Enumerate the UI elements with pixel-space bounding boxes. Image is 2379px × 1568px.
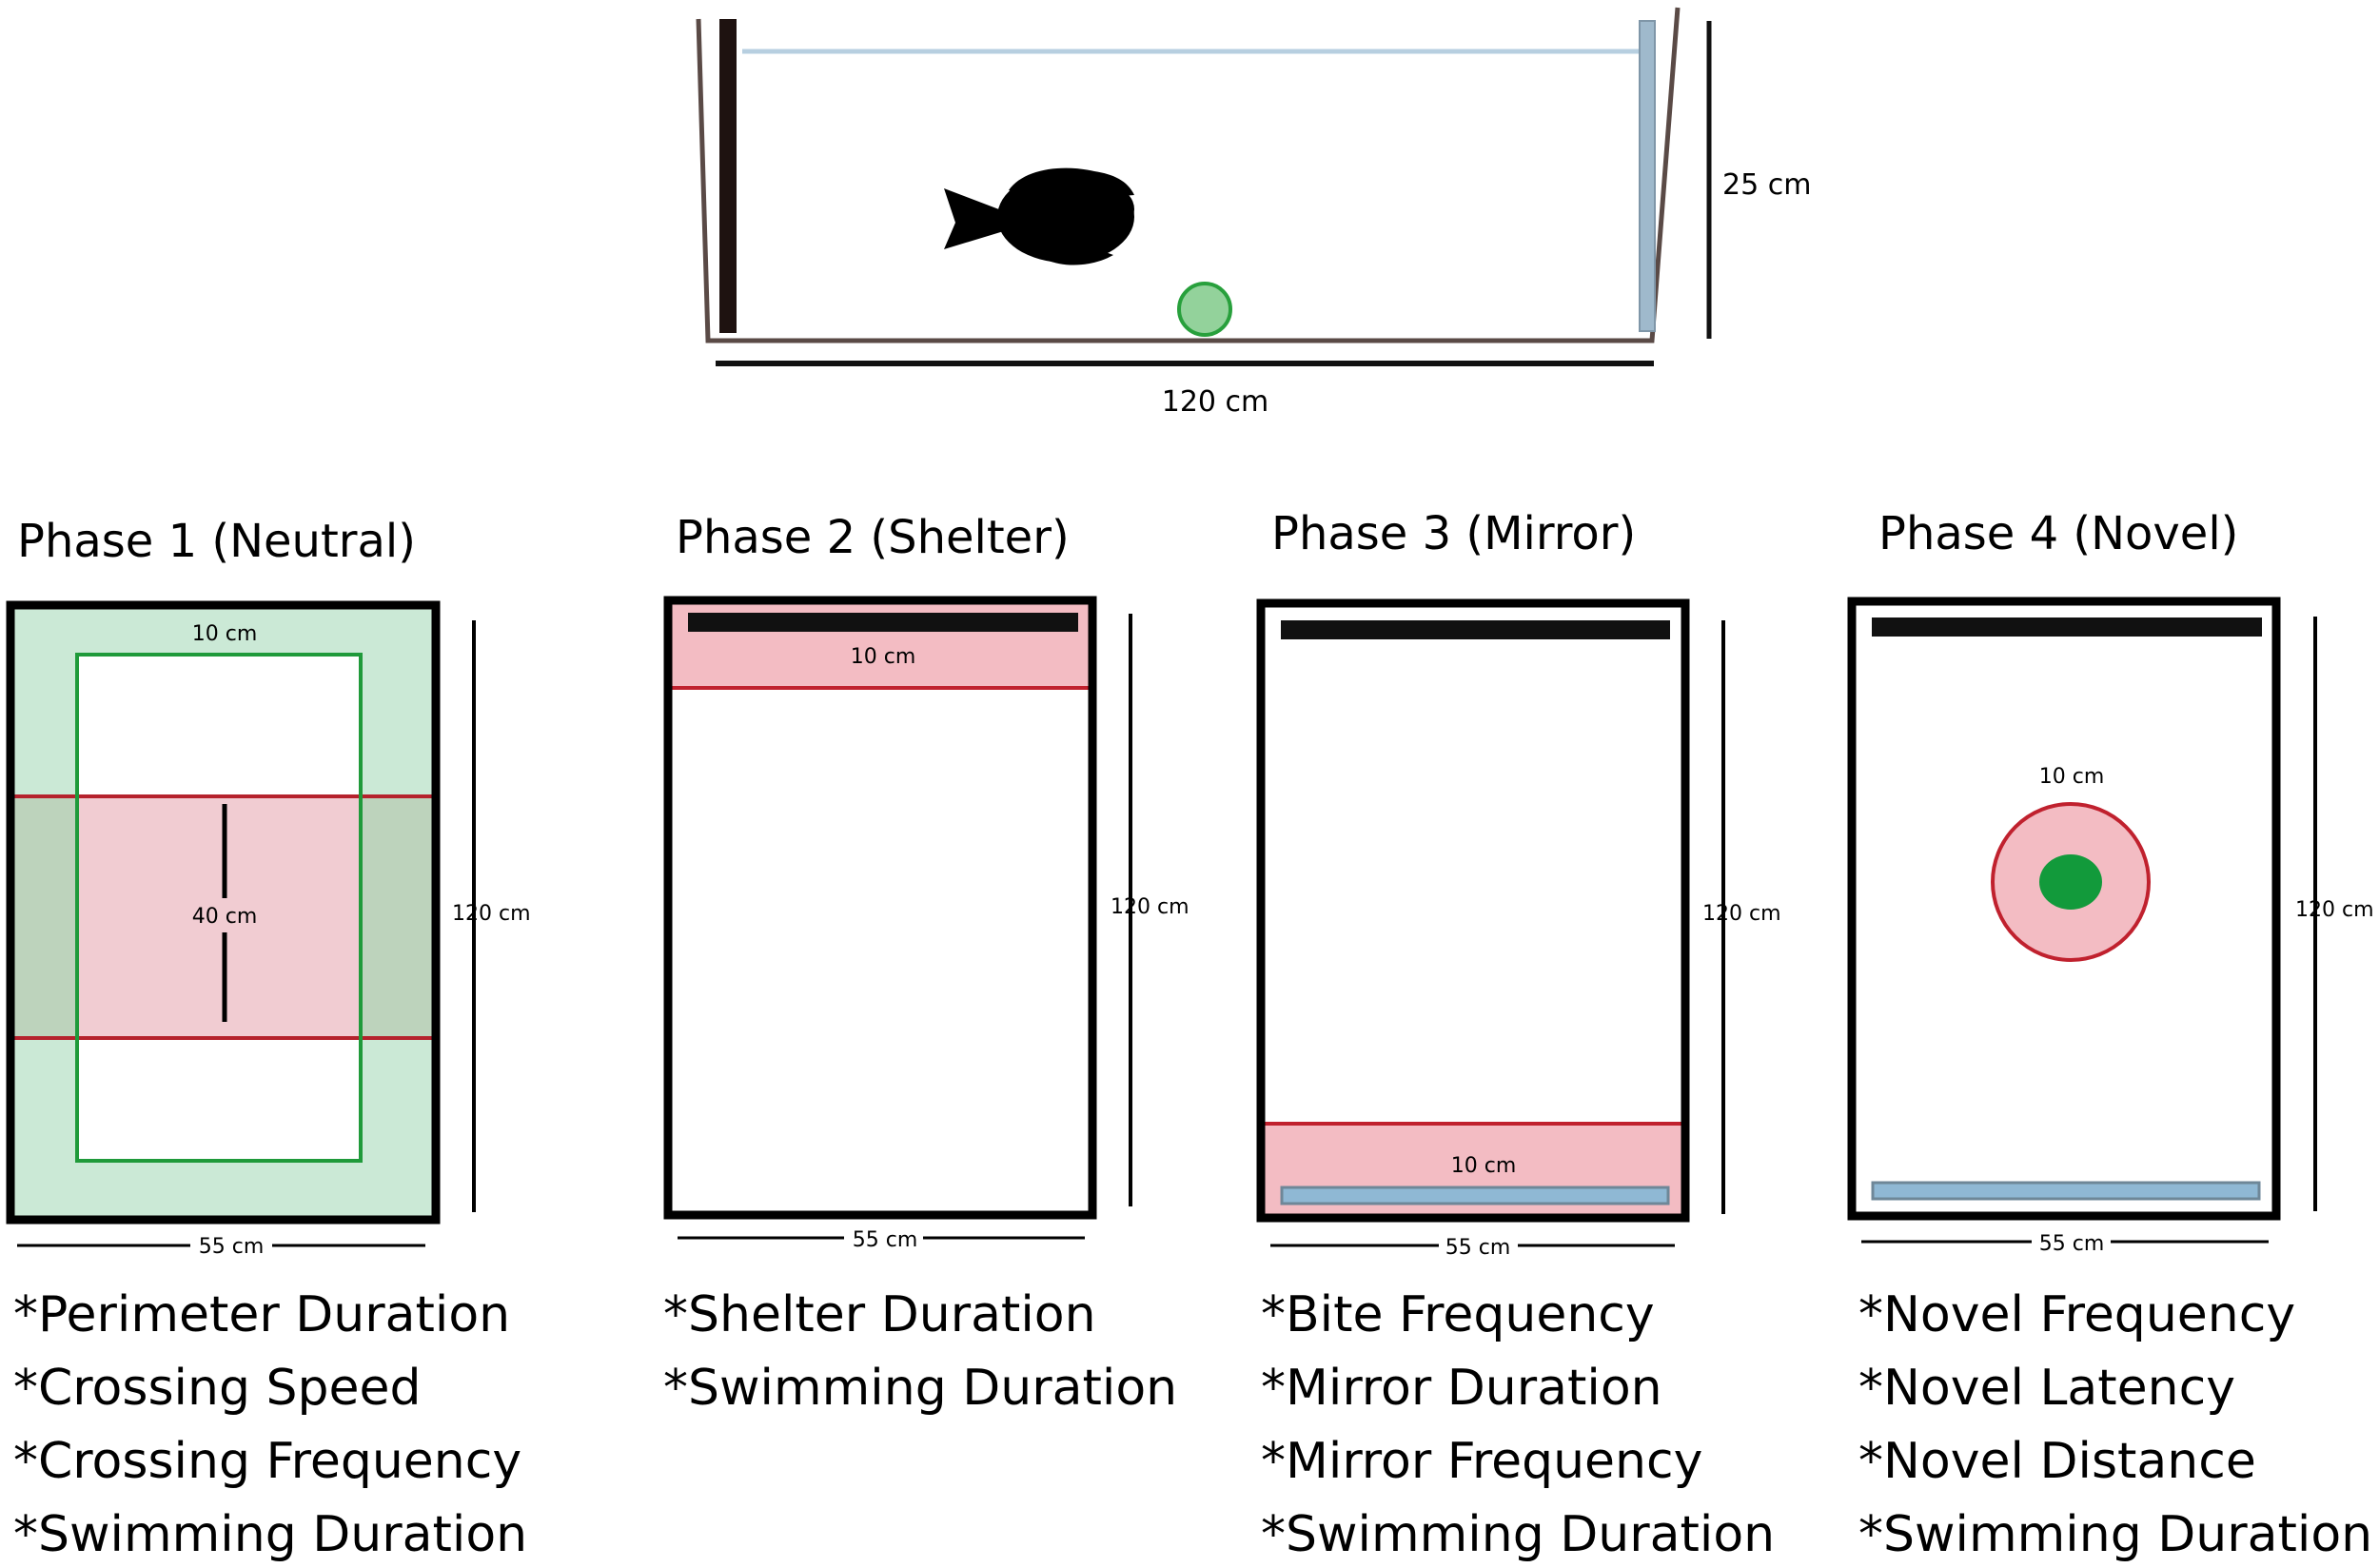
phase-3-mirror-bar (1280, 1186, 1670, 1205)
phase-1-bottom-label: 55 cm (199, 1235, 265, 1259)
phase-4-side-label: 120 cm (2295, 898, 2374, 922)
tank-length-label: 120 cm (1162, 385, 1269, 419)
phase-1-measure-1: *Perimeter Duration (13, 1286, 510, 1343)
phase-3-shelter-bar (1281, 620, 1670, 639)
phase-4-mirror-bar (1871, 1181, 2261, 1201)
phase-3-measure-4: *Swimming Duration (1261, 1506, 1775, 1563)
phase-1-overlap-left (10, 796, 77, 1038)
phase-2-measure-2: *Swimming Duration (663, 1360, 1177, 1417)
tank-outline (696, 7, 1681, 343)
phase-4-zone-label: 10 cm (2039, 765, 2105, 789)
phase-1-measure-3: *Crossing Frequency (13, 1433, 521, 1490)
phase-1-green-boundary (75, 653, 363, 1163)
phase-1-title: Phase 1 (Neutral) (17, 515, 416, 568)
phase-4-novel-object (2039, 854, 2102, 910)
phase-1-top-label: 10 cm (192, 622, 258, 646)
phase-1-arena-border (6, 600, 441, 1225)
phase-4-panel: Phase 4 (Novel) 10 cm 120 cm 55 cm *Nove… (1847, 507, 2374, 1563)
phase-1-measure-4: *Swimming Duration (13, 1506, 527, 1563)
phase-3-panel: Phase 3 (Mirror) 10 cm 120 cm 55 cm *Bit… (1256, 507, 1781, 1563)
phase-4-measure-4: *Swimming Duration (1858, 1506, 2372, 1563)
phase-1-center-label: 40 cm (192, 905, 258, 929)
phase-4-bottom-label: 55 cm (2039, 1232, 2105, 1256)
phase-4-measure-3: *Novel Distance (1858, 1433, 2256, 1490)
phase-4-measure-2: *Novel Latency (1858, 1360, 2235, 1417)
phase-3-measure-1: *Bite Frequency (1261, 1286, 1655, 1343)
phase-4-measure-1: *Novel Frequency (1858, 1286, 2295, 1343)
phase-3-measure-3: *Mirror Frequency (1261, 1433, 1702, 1490)
phase-1-side-label: 120 cm (452, 902, 531, 926)
phase-4-shelter-bar (1872, 617, 2262, 637)
tank-side-view: 120 cm 25 cm (696, 7, 1811, 419)
phase-4-title: Phase 4 (Novel) (1878, 507, 2238, 560)
phase-2-bottom-label: 55 cm (853, 1228, 918, 1252)
tank-mirror-panel (1639, 20, 1656, 332)
phase-2-shelter-bar (688, 613, 1078, 632)
phase-2-measure-1: *Shelter Duration (663, 1286, 1096, 1343)
phase-1-measure-2: *Crossing Speed (13, 1360, 422, 1417)
phase-2-panel: Phase 2 (Shelter) 10 cm 120 cm 55 cm *Sh… (663, 511, 1190, 1417)
tank-height-label: 25 cm (1722, 168, 1811, 202)
fish-icon (944, 167, 1134, 265)
tank-shelter-panel (719, 19, 737, 333)
phase-3-title: Phase 3 (Mirror) (1271, 507, 1636, 560)
phase-3-bottom-label: 55 cm (1445, 1236, 1511, 1260)
phase-3-zone-label: 10 cm (1451, 1154, 1517, 1178)
phase-2-title: Phase 2 (Shelter) (676, 511, 1070, 564)
phase-3-measure-2: *Mirror Duration (1261, 1360, 1662, 1417)
tank-novel-object (1177, 282, 1232, 337)
phase-3-side-label: 120 cm (1702, 902, 1781, 926)
phase-1-panel: Phase 1 (Neutral) 10 cm 40 cm 120 cm 55 … (6, 515, 531, 1563)
phase-2-zone-label: 10 cm (851, 645, 916, 669)
phase-2-side-label: 120 cm (1111, 895, 1190, 919)
phase-1-overlap-right (361, 796, 436, 1038)
phase-2-arena-border (663, 596, 1097, 1220)
phase-3-arena-border (1256, 598, 1690, 1223)
